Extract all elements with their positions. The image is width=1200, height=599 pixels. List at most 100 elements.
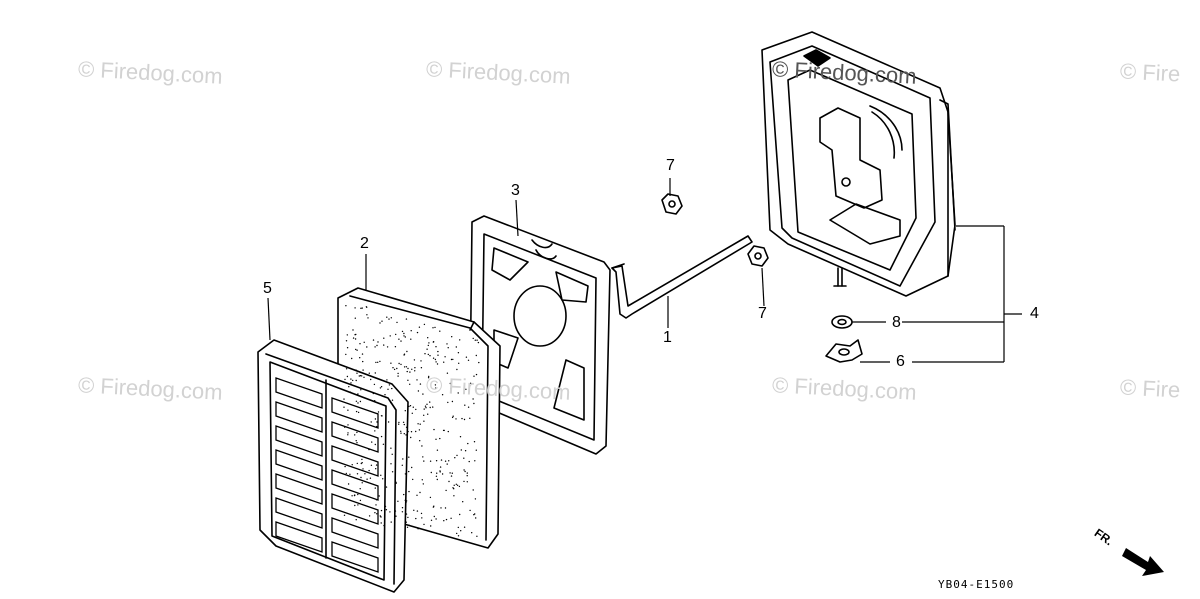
foam-texture-dot — [433, 428, 435, 431]
foam-texture-dot — [411, 368, 413, 370]
foam-texture-dot — [352, 379, 354, 382]
foam-texture-dot — [374, 400, 376, 402]
foam-texture-dot — [345, 472, 347, 475]
foam-texture-dot — [378, 495, 380, 497]
foam-texture-dot — [423, 460, 425, 462]
foam-texture-dot — [415, 430, 417, 433]
foam-texture-dot — [467, 406, 470, 408]
foam-texture-dot — [476, 339, 478, 341]
foam-texture-dot — [380, 474, 382, 476]
foam-texture-dot — [426, 403, 428, 405]
foam-texture-dot — [405, 366, 408, 368]
foam-texture-dot — [427, 377, 430, 379]
foam-texture-dot — [351, 495, 353, 497]
foam-texture-dot — [474, 460, 476, 462]
foam-texture-dot — [463, 480, 465, 483]
foam-texture-dot — [390, 447, 392, 449]
foam-texture-dot — [436, 449, 439, 451]
foam-texture-dot — [436, 478, 438, 481]
foam-texture-dot — [374, 346, 376, 348]
foam-texture-dot — [361, 482, 363, 484]
grille-slot — [275, 473, 323, 505]
foam-texture-dot — [408, 456, 410, 458]
foam-texture-dot — [355, 348, 357, 351]
foam-texture-dot — [360, 462, 362, 465]
foam-texture-dot — [403, 335, 405, 337]
foam-texture-dot — [423, 414, 425, 416]
foam-texture-dot — [352, 337, 355, 339]
foam-texture-dot — [437, 350, 439, 353]
foam-texture-dot — [371, 441, 373, 443]
foam-texture-dot — [375, 499, 378, 501]
foam-texture-dot — [376, 513, 378, 515]
foam-texture-dot — [461, 417, 463, 420]
foam-texture-dot — [408, 524, 410, 526]
foam-texture-dot — [457, 526, 459, 529]
foam-texture-dot — [477, 341, 480, 344]
foam-texture-dot — [395, 481, 397, 483]
foam-texture-dot — [456, 368, 458, 371]
foam-texture-dot — [423, 420, 425, 422]
foam-texture-dot — [471, 532, 473, 534]
foam-texture-dot — [439, 330, 441, 332]
foam-texture-dot — [426, 348, 428, 350]
foam-texture-dot — [354, 434, 356, 436]
foam-texture-dot — [475, 373, 478, 376]
foam-texture-dot — [356, 349, 358, 351]
foam-texture-dot — [451, 336, 453, 338]
foam-texture-dot — [409, 371, 411, 373]
foam-texture-dot — [344, 426, 346, 428]
foam-texture-dot — [473, 375, 475, 377]
foam-texture-dot — [380, 415, 383, 417]
foam-texture-dot — [463, 418, 466, 421]
foam-texture-dot — [359, 499, 362, 502]
foam-texture-dot — [473, 514, 475, 516]
foam-texture-dot — [345, 368, 348, 370]
foam-texture-dot — [408, 405, 410, 408]
foam-texture-dot — [343, 398, 345, 400]
foam-texture-dot — [423, 408, 425, 410]
foam-texture-dot — [418, 429, 421, 431]
foam-texture-dot — [419, 440, 421, 442]
foam-texture-dot — [356, 431, 358, 434]
foam-texture-dot — [475, 354, 477, 357]
foam-texture-dot — [347, 424, 349, 426]
foam-texture-dot — [415, 408, 417, 411]
foam-texture-dot — [368, 372, 370, 374]
foam-texture-dot — [366, 346, 368, 348]
foam-texture-dot — [409, 383, 411, 385]
foam-texture-dot — [429, 496, 432, 499]
foam-texture-dot — [459, 436, 462, 438]
foam-texture-dot — [427, 337, 429, 339]
foam-texture-dot — [359, 375, 362, 377]
foam-texture-dot — [344, 378, 346, 381]
foam-texture-dot — [468, 460, 470, 463]
foam-texture-dot — [376, 421, 378, 423]
foam-texture-dot — [345, 305, 347, 307]
foam-texture-dot — [368, 448, 370, 451]
callout-2-foam-element: 2 — [360, 235, 369, 252]
foam-texture-dot — [364, 473, 366, 475]
foam-texture-dot — [403, 354, 405, 356]
foam-texture-dot — [368, 515, 371, 517]
foam-texture-dot — [383, 524, 385, 527]
foam-texture-dot — [355, 410, 358, 413]
foam-texture-dot — [416, 331, 419, 334]
foam-texture-dot — [352, 329, 354, 331]
foam-texture-dot — [422, 456, 424, 458]
foam-texture-dot — [444, 356, 446, 358]
foam-texture-dot — [458, 485, 461, 488]
foam-texture-dot — [427, 353, 429, 356]
foam-texture-dot — [384, 505, 387, 508]
foam-texture-dot — [414, 367, 416, 369]
grille-slot — [275, 377, 323, 409]
foam-texture-dot — [449, 472, 451, 474]
foam-texture-dot — [453, 488, 455, 490]
foam-texture-dot — [359, 357, 361, 359]
foam-texture-dot — [404, 336, 406, 338]
foam-texture-dot — [440, 459, 443, 461]
foam-texture-dot — [385, 486, 388, 488]
foam-texture-dot — [372, 339, 375, 341]
foam-texture-dot — [405, 501, 407, 503]
watermark: © Fire — [1119, 374, 1181, 403]
